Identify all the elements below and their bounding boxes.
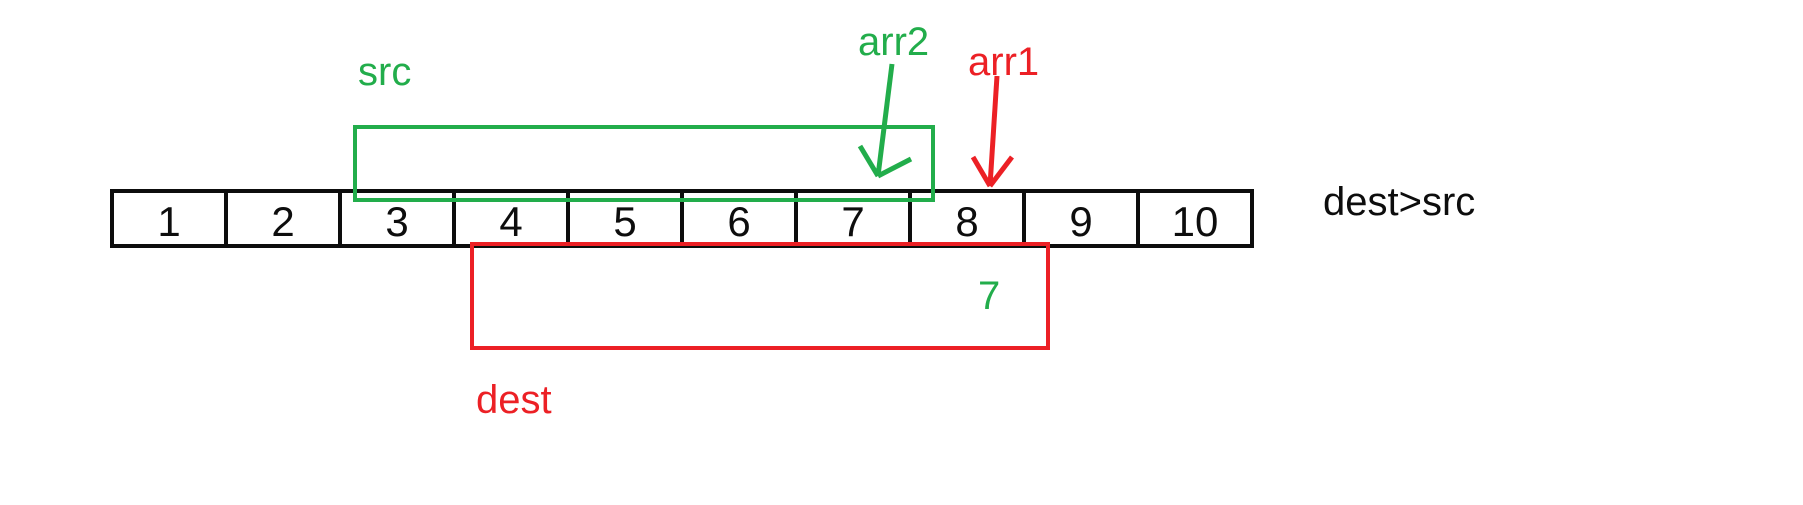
arr1-label: arr1 (968, 40, 1040, 84)
cell-value: 6 (727, 198, 751, 245)
overlap-value-label: 7 (978, 274, 1001, 318)
cell-value: 3 (385, 198, 409, 245)
dest-label: dest (476, 378, 552, 422)
src-range-box (353, 125, 935, 202)
cell-value: 10 (1171, 198, 1219, 245)
cell-value: 2 (271, 198, 295, 245)
array-row: 1 2 3 4 5 6 7 8 9 10 (110, 189, 1254, 248)
cell-value: 1 (157, 198, 181, 245)
array-cell-10: 10 (1136, 189, 1254, 248)
arr2-label: arr2 (858, 20, 930, 64)
src-label: src (358, 50, 412, 94)
arr1-arrow-icon (970, 75, 1014, 188)
cell-value: 7 (841, 198, 865, 245)
array-cell-1: 1 (110, 189, 228, 248)
cell-value: 9 (1069, 198, 1093, 245)
array-cell-9: 9 (1022, 189, 1140, 248)
cell-value: 8 (955, 198, 979, 245)
cell-value: 4 (499, 198, 523, 245)
dest-range-box (470, 242, 1050, 350)
cell-value: 5 (613, 198, 637, 245)
array-cell-2: 2 (224, 189, 342, 248)
condition-label: dest>src (1323, 180, 1476, 224)
